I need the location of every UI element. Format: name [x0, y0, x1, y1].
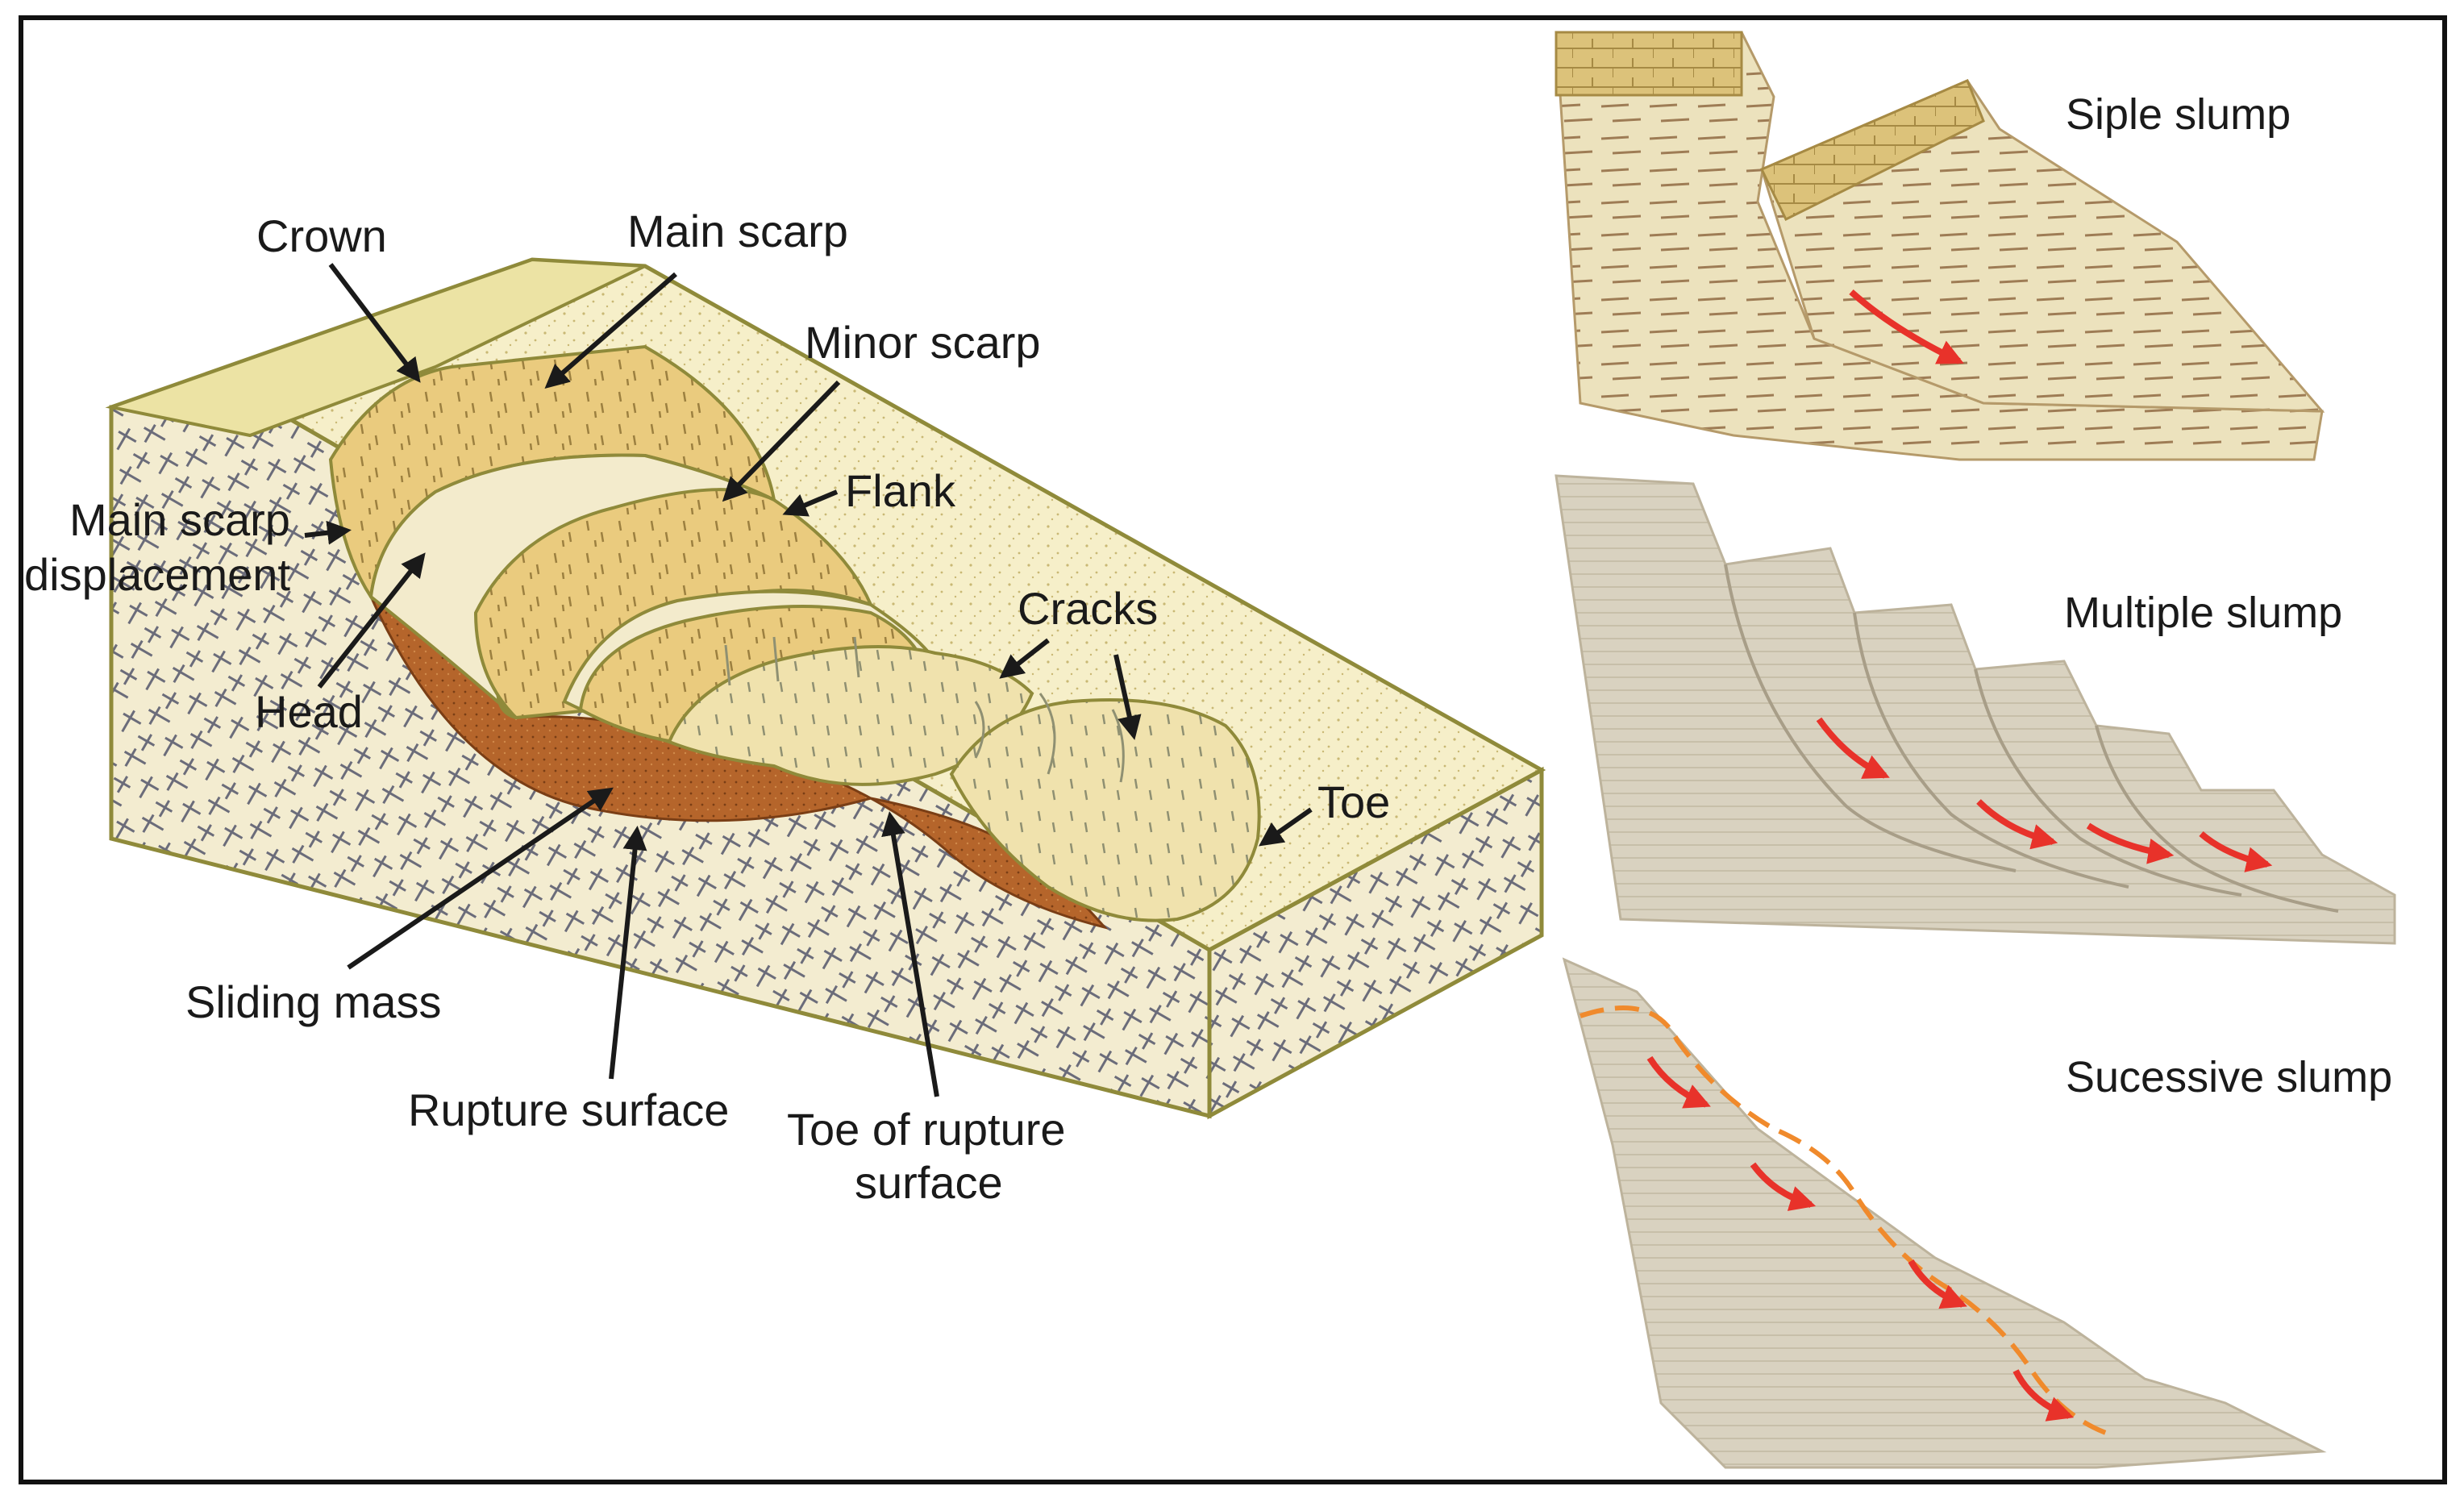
multiple-slump-slip-lines — [1724, 564, 2339, 913]
pointer-crown — [328, 263, 421, 383]
label-cracks: Cracks — [1018, 583, 1158, 634]
label-rupture-surface: Rupture surface — [408, 1084, 729, 1135]
pointer-main-scarp-displacement — [304, 520, 352, 545]
simple-slump-caprock — [1555, 31, 1743, 97]
landslide-block-diagram — [105, 257, 1546, 1120]
successive-slump-arrow-2 — [1750, 1162, 1817, 1211]
simple-slump-title: Siple slump — [2066, 90, 2291, 139]
label-toe-of-rupture-1: Toe of rupture — [787, 1104, 1066, 1155]
pointer-toe — [1259, 807, 1313, 847]
label-sliding-mass: Sliding mass — [185, 976, 441, 1027]
pointer-sliding-mass — [347, 787, 614, 970]
label-head: Head — [255, 686, 363, 737]
simple-slump-block-cap — [1759, 79, 1985, 222]
panel-simple-slump: Siple slump — [1555, 31, 2325, 461]
label-main-scarp-displacement-2: displacement — [24, 549, 290, 600]
simple-slump-arrow — [1849, 289, 1964, 364]
panel-multiple-slump: Multiple slump — [1555, 474, 2396, 945]
toe-lobe — [949, 698, 1261, 922]
label-toe-of-rupture-2: surface — [855, 1157, 1003, 1208]
pointer-rupture-surface — [609, 826, 647, 1080]
pointer-cracks-right — [1113, 654, 1142, 740]
multiple-slump-arrow-3 — [2086, 822, 2175, 864]
label-main-scarp: Main scarp — [627, 206, 848, 256]
label-toe: Toe — [1317, 776, 1390, 827]
multiple-slump-arrow-2 — [1976, 799, 2058, 850]
multiple-slump-title: Multiple slump — [2064, 589, 2342, 637]
successive-slump-title: Sucessive slump — [2066, 1053, 2392, 1101]
label-main-scarp-displacement-1: Main scarp — [69, 494, 290, 545]
successive-slump-body — [1562, 957, 2327, 1469]
pointer-minor-scarp — [722, 380, 841, 502]
successive-slump-arrow-3 — [1908, 1259, 1967, 1309]
pointer-cracks-left — [999, 638, 1050, 679]
pointer-main-scarp — [544, 272, 677, 389]
label-crown: Crown — [256, 210, 387, 261]
label-minor-scarp: Minor scarp — [805, 317, 1041, 368]
cracked-lobe — [667, 645, 1034, 786]
multiple-slump-arrow-4 — [2199, 831, 2273, 872]
pointer-toe-of-rupture — [881, 811, 939, 1097]
panel-successive-slump: Sucessive slump — [1562, 957, 2392, 1469]
successive-slump-slip-line — [1580, 1005, 2113, 1438]
multiple-slump-arrow-1 — [1816, 717, 1890, 779]
pointer-head — [317, 552, 426, 689]
successive-slump-arrow-4 — [2012, 1369, 2075, 1422]
pointer-flank — [782, 489, 839, 517]
left-labels: Crown Main scarp Minor scarp Flank Main … — [24, 206, 1390, 1208]
successive-slump-arrow-1 — [1646, 1055, 1711, 1109]
label-flank: Flank — [845, 465, 956, 516]
crack-lines — [724, 636, 1125, 783]
crown-area — [105, 257, 646, 438]
